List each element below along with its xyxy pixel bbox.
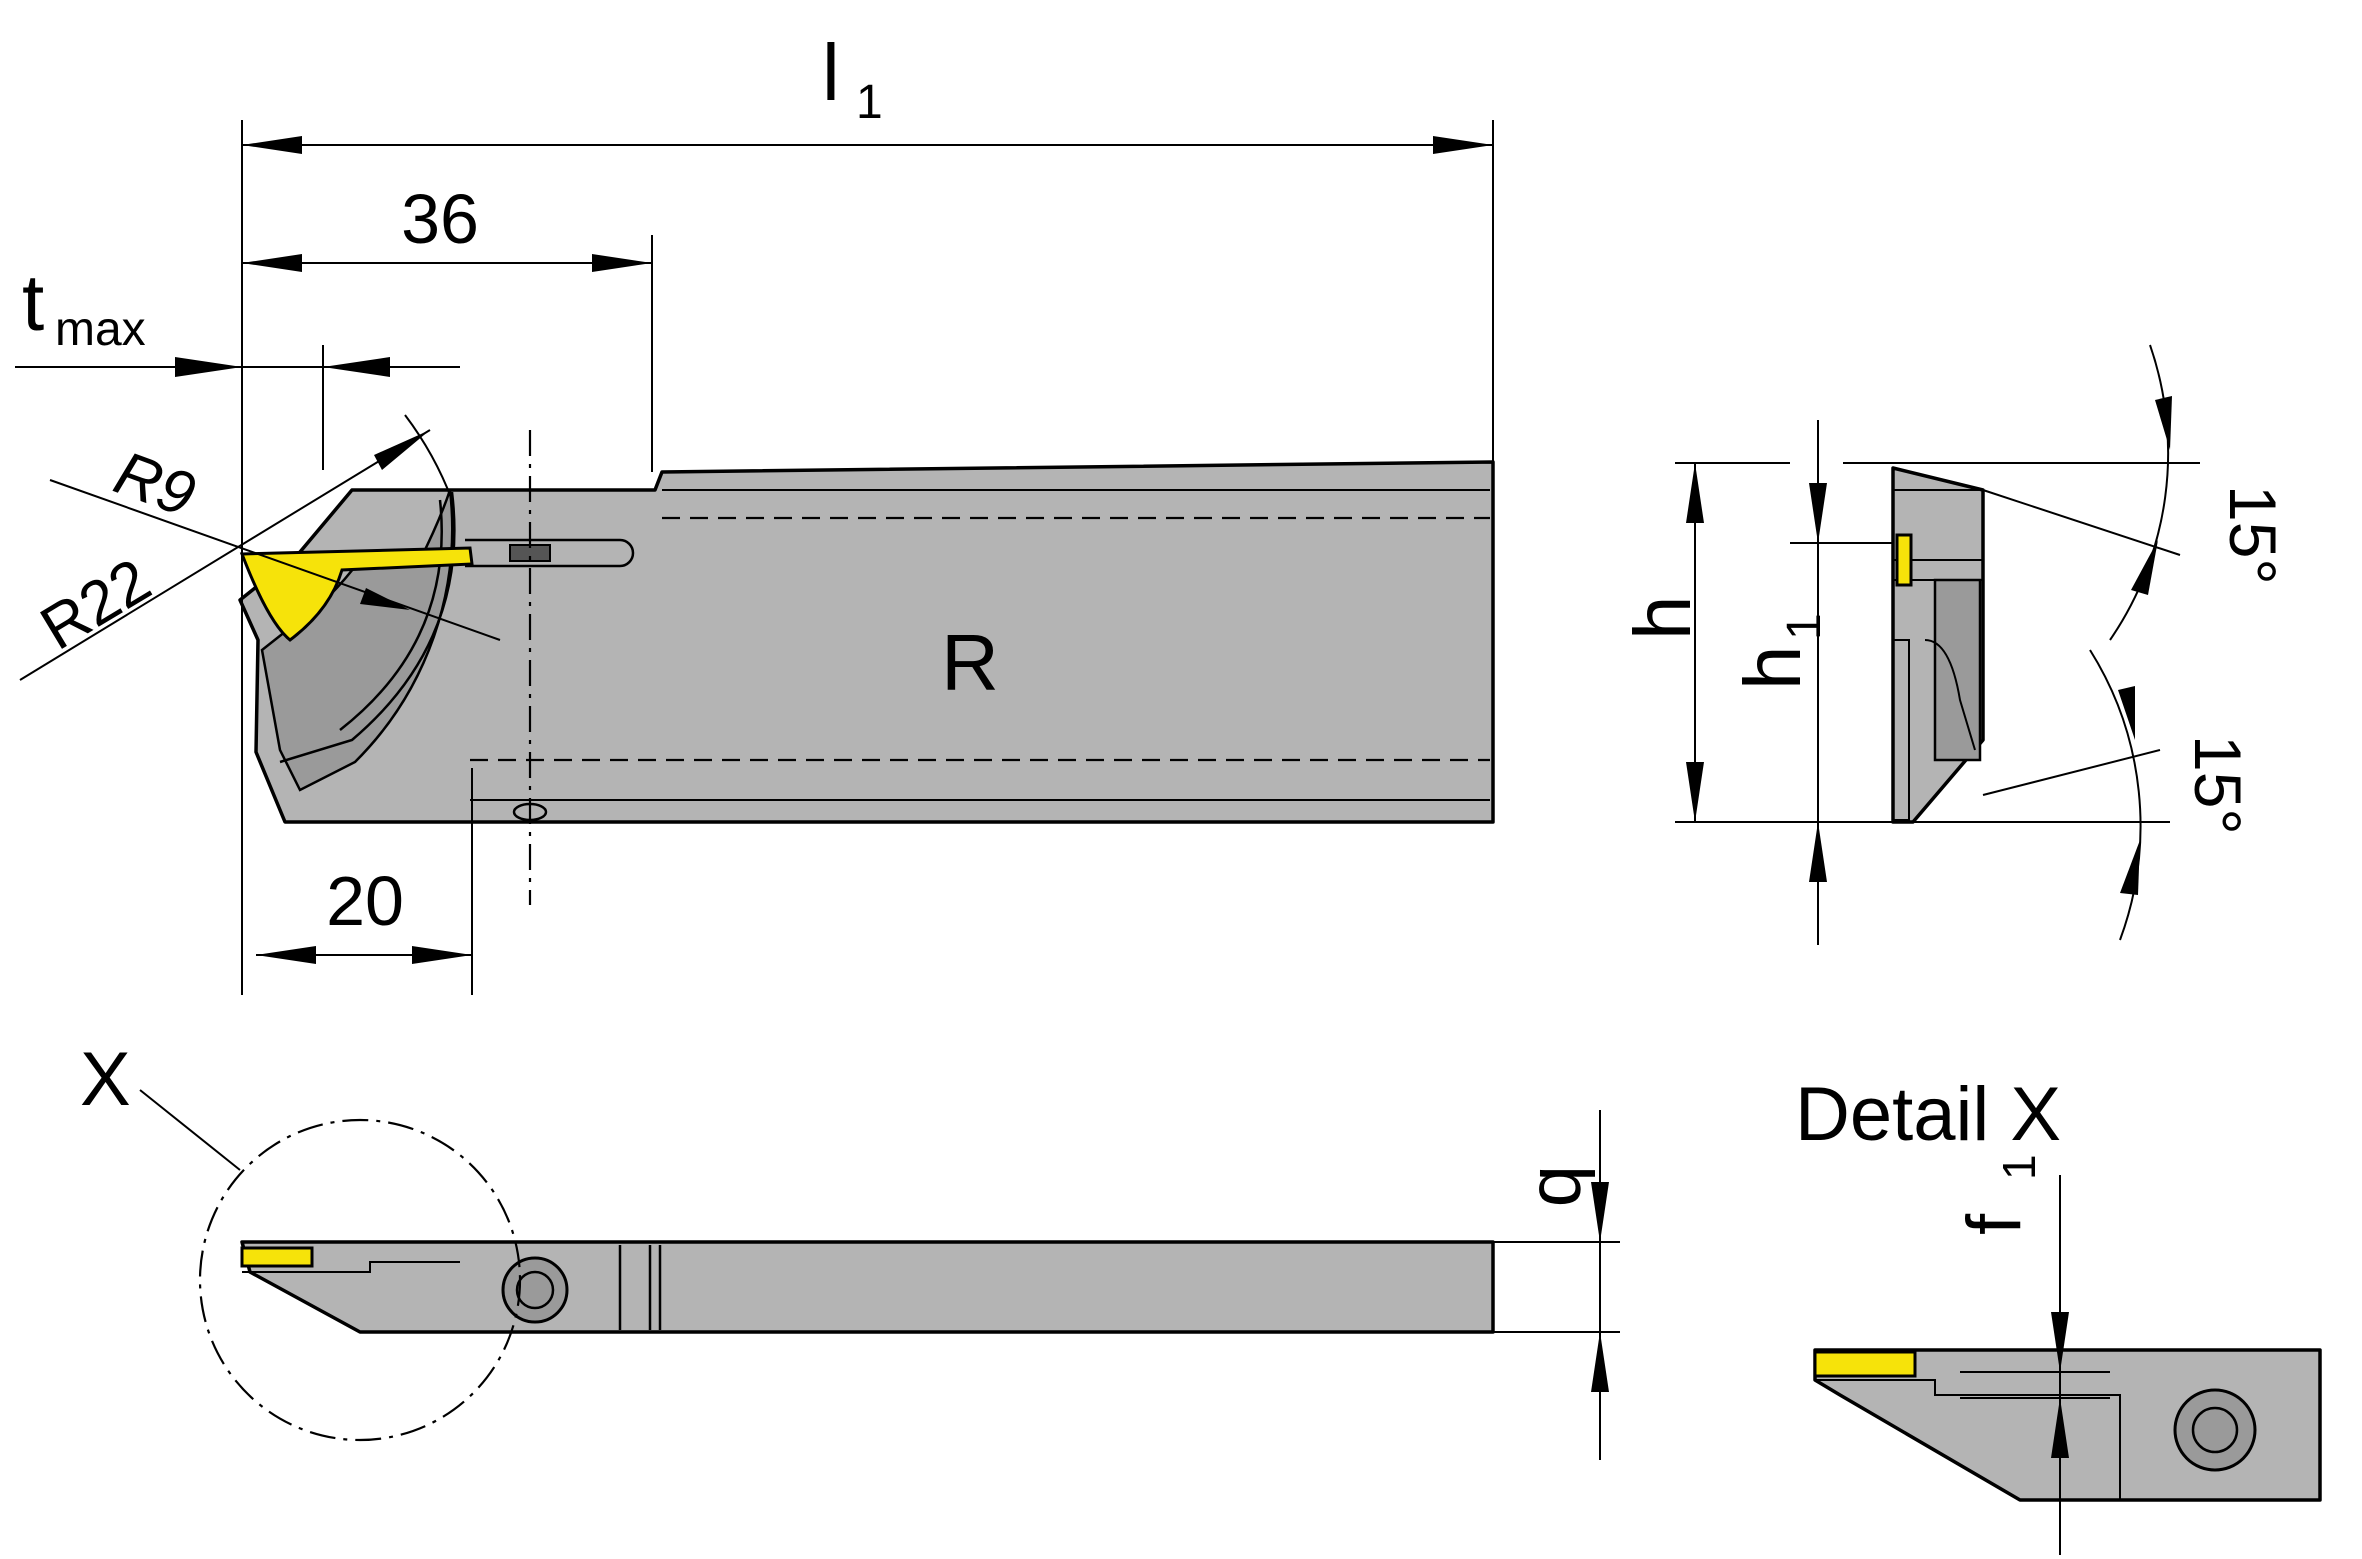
tool-body	[238, 460, 1495, 824]
dim-b: b	[1493, 1110, 1620, 1460]
l1-subscript: 1	[856, 76, 883, 129]
dim-20: 20	[256, 768, 473, 995]
angle-callouts: 15° 15°	[1843, 344, 2290, 941]
detail-insert	[1813, 1350, 1917, 1378]
dim-36-label: 36	[401, 180, 479, 258]
h1-subscript: 1	[1778, 613, 1831, 640]
clamp-arc-line-2	[339, 499, 443, 731]
dim-h: h	[1618, 462, 2170, 823]
hand-label: R	[941, 618, 999, 707]
torx-screw-outer	[501, 1256, 569, 1324]
detail-x: Detail X	[1795, 1072, 2322, 1502]
tmax-label: t	[22, 258, 44, 347]
detail-circle	[198, 1118, 522, 1442]
h1-label: h	[1728, 646, 1817, 691]
r22-label: R22	[29, 546, 162, 664]
dim-l1: l 1	[241, 28, 1494, 995]
top-view-insert	[240, 1246, 314, 1268]
side-view: R	[238, 430, 1495, 905]
tmax-subscript: max	[55, 303, 146, 356]
dim-36: 36	[242, 180, 653, 472]
top-view-body	[240, 1240, 1495, 1334]
top-view: X	[80, 1037, 1495, 1442]
end-view	[1891, 466, 1985, 824]
detail-screw	[2173, 1388, 2257, 1472]
b-label: b	[1523, 1165, 1608, 1207]
r9-label: R9	[106, 438, 204, 530]
end-view-insert	[1895, 533, 1913, 587]
l1-label: l	[822, 28, 840, 117]
f1-label: f	[1952, 1213, 2037, 1235]
angle-bottom-label: 15°	[2181, 735, 2255, 835]
x-marker-label: X	[80, 1037, 131, 1122]
f1-subscript: 1	[1993, 1154, 2045, 1180]
h-label: h	[1618, 596, 1707, 641]
clamp-arc-line-1	[279, 491, 456, 764]
torx-screw-inner	[515, 1270, 555, 1310]
detail-title: Detail X	[1795, 1072, 2061, 1157]
dim-f1: f 1	[1952, 1154, 2110, 1555]
dim-h1: h 1	[1728, 420, 1893, 945]
clamp-slot	[465, 538, 635, 568]
cutting-insert	[239, 546, 474, 642]
dim-20-label: 20	[326, 862, 404, 940]
dim-tmax: t max	[15, 258, 460, 470]
angle-top-label: 15°	[2216, 485, 2290, 585]
